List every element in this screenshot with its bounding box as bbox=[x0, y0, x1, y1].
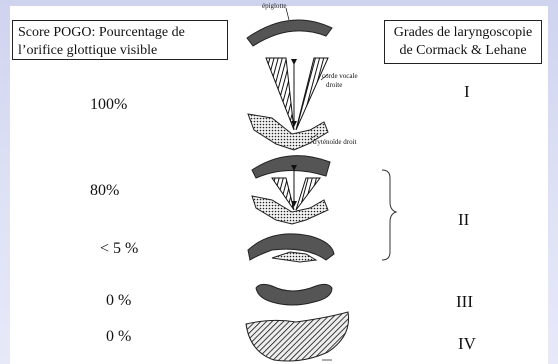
grade-2-bracket bbox=[381, 169, 398, 261]
epiglottis-shape-1 bbox=[246, 19, 333, 47]
epiglottis-shape-3 bbox=[247, 233, 335, 261]
vocal-cord-side-label: droite bbox=[326, 81, 343, 89]
diagram-under-5 bbox=[247, 233, 335, 263]
slide-panel: Score POGO: Pourcentage de l’orifice glo… bbox=[10, 2, 548, 364]
diagram-grade-3-epiglottis bbox=[255, 283, 333, 306]
arytenoids-2 bbox=[251, 195, 329, 225]
diagram-grade-2 bbox=[251, 155, 331, 225]
vocal-cord-right-2 bbox=[295, 177, 321, 211]
arytenoids-1 bbox=[247, 113, 329, 151]
vocal-cord-right-1 bbox=[295, 57, 329, 131]
vocal-cord-left-2 bbox=[271, 177, 295, 211]
epiglottis-pointer bbox=[285, 7, 290, 21]
epiglottis-shape-2 bbox=[251, 155, 331, 179]
arytenoids-3 bbox=[271, 251, 318, 263]
cormack-header-line2: de Cormack & Lehane bbox=[399, 43, 527, 58]
arytenoid-label: Aryténoïde droit bbox=[310, 138, 357, 146]
pogo-value-0-grade3: 0 % bbox=[106, 292, 132, 309]
epiglottis-label: épiglotte bbox=[262, 2, 287, 10]
grade-2: II bbox=[458, 210, 470, 229]
pogo-value-100: 100% bbox=[90, 96, 128, 113]
diagram-grade-4-tongue bbox=[245, 311, 350, 362]
vocal-cord-pointer bbox=[320, 73, 329, 81]
pogo-value-under-5: < 5 % bbox=[100, 240, 139, 257]
grade-3: III bbox=[456, 292, 473, 311]
vocal-cord-label: corde vocale bbox=[322, 72, 358, 80]
grade-4: IV bbox=[458, 334, 476, 353]
cormack-header-box: Grades de laryngoscopie de Cormack & Leh… bbox=[384, 20, 542, 64]
pogo-value-80: 80% bbox=[90, 182, 120, 199]
larynx-diagrams bbox=[245, 7, 398, 362]
pogo-header-box: Score POGO: Pourcentage de l’orifice glo… bbox=[12, 20, 228, 60]
vocal-cord-left-1 bbox=[265, 57, 295, 131]
pogo-value-0-grade4: 0 % bbox=[106, 328, 132, 345]
grade-1: I bbox=[464, 82, 470, 101]
arytenoid-pointer bbox=[309, 133, 319, 140]
pogo-header-line2: l’orifice glottique visible bbox=[18, 43, 158, 58]
diagram-grade-1 bbox=[246, 7, 333, 151]
cormack-header-line1: Grades de laryngoscopie bbox=[393, 25, 533, 40]
pogo-header-line1: Score POGO: Pourcentage de bbox=[18, 25, 185, 40]
